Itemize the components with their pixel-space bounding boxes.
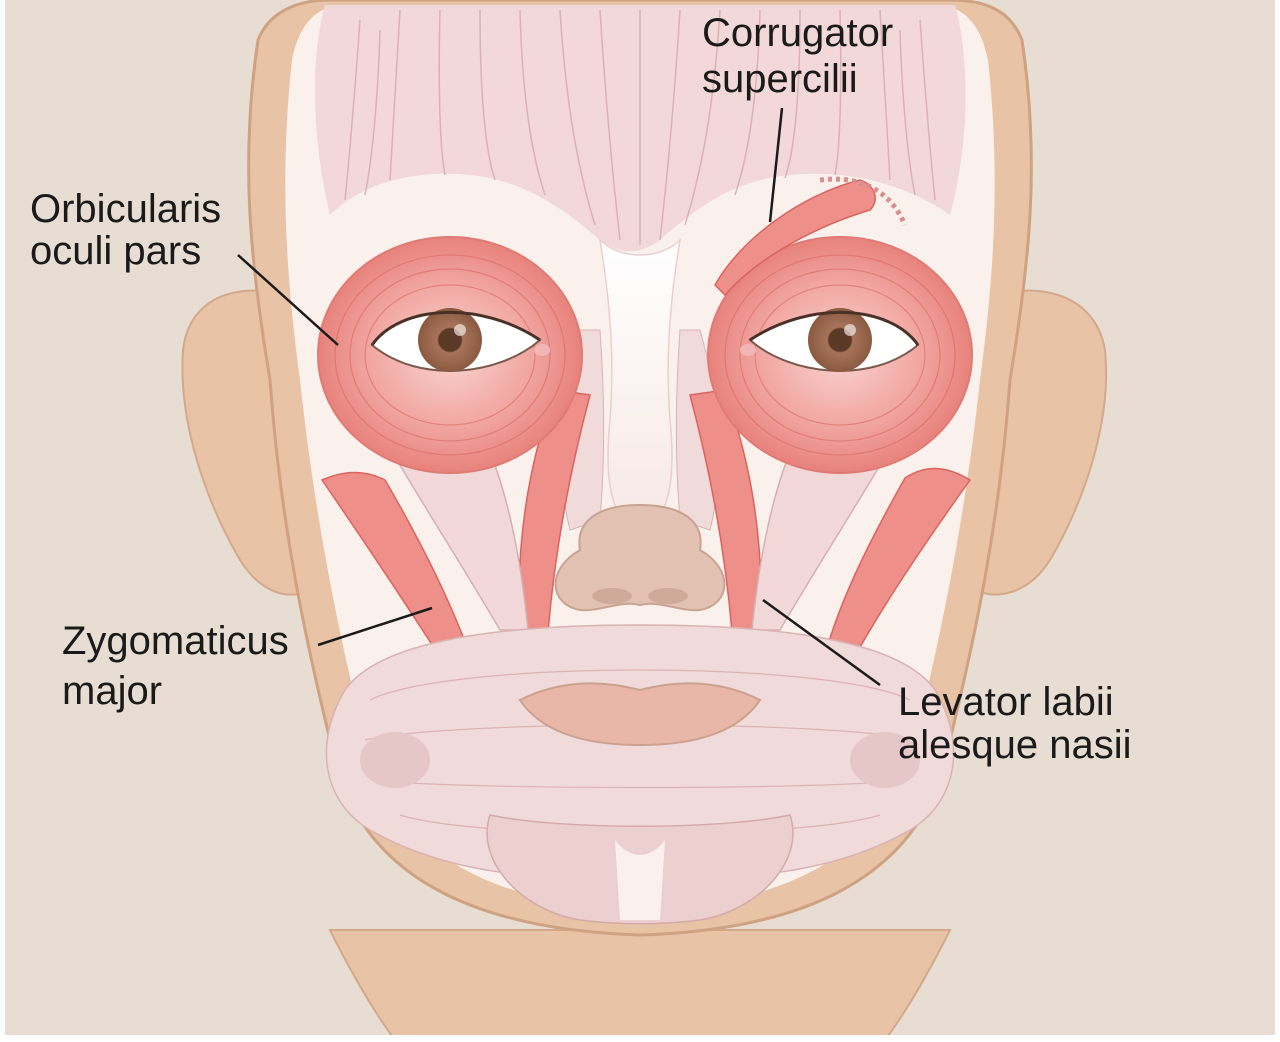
label-zygomaticus-line1: Zygomaticus [62, 619, 289, 663]
corrugator-supercilii-muscle [714, 179, 876, 297]
label-orbicularis-oculi: Orbicularis oculi pars [30, 187, 221, 273]
label-corrugator-line1: Corrugator [702, 11, 893, 55]
procerus-muscle [598, 237, 682, 516]
right-nostril [648, 588, 688, 604]
label-levator-labii: Levator labii alesque nasii [898, 680, 1132, 767]
nose-tip [554, 503, 726, 612]
label-orbicularis-line2: oculi pars [30, 229, 201, 273]
left-eye [370, 308, 550, 372]
label-corrugator-supercilii: Corrugator supercilii [702, 11, 893, 101]
label-levator-line1: Levator labii [898, 680, 1114, 724]
levator-leader [762, 598, 881, 687]
right-zygomaticus-major [824, 467, 972, 666]
orbicularis-leader [237, 254, 339, 346]
frontalis-fibers [344, 9, 936, 245]
right-eye [740, 308, 920, 372]
zygomaticus-leader [317, 606, 433, 647]
label-orbicularis-line1: Orbicularis [30, 187, 221, 231]
right-orbicularis-fibers [724, 254, 956, 456]
chin-center [615, 840, 665, 920]
label-levator-line2: alesque nasii [898, 723, 1132, 767]
right-modiolus [850, 732, 920, 788]
left-orbicularis-fibers [334, 254, 566, 456]
corrugator-leader [768, 107, 784, 223]
leader-lines [237, 107, 881, 687]
orbicularis-oris [325, 624, 955, 881]
label-corrugator-line2: supercilii [702, 57, 858, 101]
left-modiolus [360, 732, 430, 788]
neck [328, 929, 952, 1035]
left-zygomaticus-major [320, 471, 471, 666]
left-nostril [592, 588, 632, 604]
label-zygomaticus-major: Zygomaticus major [62, 619, 289, 713]
label-zygomaticus-line2: major [62, 669, 162, 713]
lips [518, 682, 762, 747]
